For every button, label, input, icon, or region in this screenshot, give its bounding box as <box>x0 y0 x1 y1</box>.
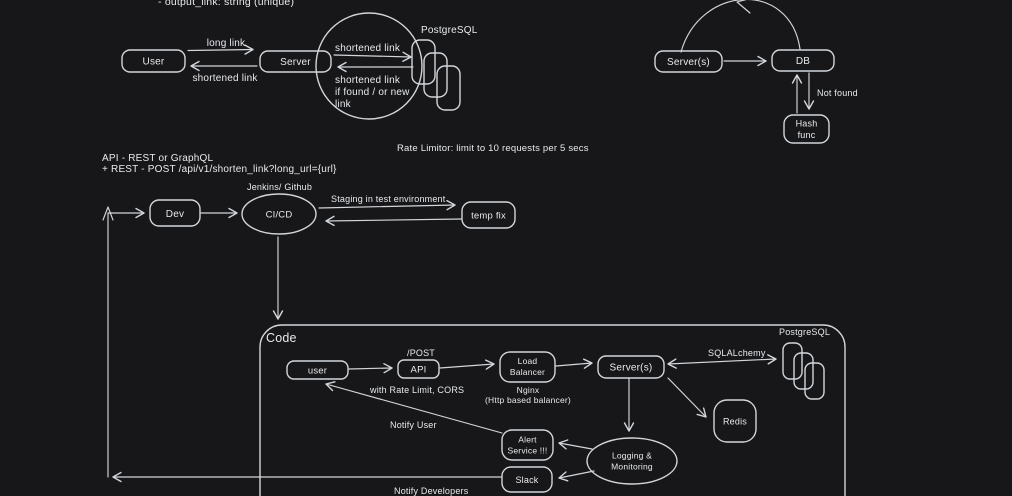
arc-arrowhead-icon <box>736 0 751 14</box>
load-balancer-label-line2[interactable]: Balancer <box>510 367 545 377</box>
db-cylinder-3[interactable] <box>436 65 461 111</box>
arrow-db-loop-arc[interactable] <box>680 0 801 53</box>
redis-node-label[interactable]: Redis <box>723 417 747 427</box>
arrow-api-to-lb[interactable] <box>439 359 495 370</box>
rate-limit-cors-note[interactable]: with Rate Limit, CORS <box>369 385 464 395</box>
dev-node-box[interactable] <box>149 199 201 227</box>
logging-label-line2[interactable]: Monitoring <box>611 462 653 472</box>
db-return-label-line1[interactable]: shortened link <box>335 75 401 86</box>
arrow-notify-user[interactable] <box>325 381 503 434</box>
code-db-cylinder-3[interactable] <box>804 362 825 400</box>
diagram-code-architecture[interactable]: Code user /POST API with Rate Limit, COR… <box>112 324 846 496</box>
schema-note-text[interactable]: - output_link: string (unique) <box>158 0 294 8</box>
sqlalchemy-label[interactable]: SQLALchemy <box>708 348 766 358</box>
jenkins-github-label[interactable]: Jenkins/ Github <box>247 182 312 192</box>
alert-service-label-line2[interactable]: Service !!! <box>508 446 548 456</box>
arrow-user-to-api[interactable] <box>348 362 393 374</box>
api-note-line1[interactable]: API - REST or GraphQL <box>102 153 214 164</box>
logging-node-ellipse[interactable] <box>586 437 678 485</box>
code-servers-node-box[interactable] <box>597 355 665 379</box>
notify-developers-label[interactable]: Notify Developers <box>394 486 469 496</box>
redis-node-box[interactable] <box>713 399 757 443</box>
server-node-box[interactable] <box>259 50 332 73</box>
post-label[interactable]: /POST <box>407 348 435 358</box>
arrow-long-link[interactable] <box>187 44 254 55</box>
code-db-cylinder-2[interactable] <box>793 352 814 390</box>
load-balancer-node-box[interactable] <box>499 351 556 383</box>
api-node-label[interactable]: API <box>411 365 427 376</box>
not-found-label[interactable]: Not found <box>817 88 858 98</box>
temp-fix-node-box[interactable] <box>461 201 516 229</box>
notify-user-label[interactable]: Notify User <box>390 420 437 430</box>
api-note-line2[interactable]: + REST - POST /api/v1/shorten_link?long_… <box>102 164 337 175</box>
server-node-label[interactable]: Server <box>280 57 311 68</box>
slack-node-box[interactable] <box>501 466 553 493</box>
cicd-node-label[interactable]: CI/CD <box>266 210 293 221</box>
code-container-box[interactable] <box>259 324 846 496</box>
code-user-node-box[interactable] <box>286 360 349 380</box>
lookup-scope-circle[interactable] <box>315 12 423 120</box>
db-node-label[interactable]: DB <box>796 56 810 67</box>
db-return-label-line2[interactable]: if found / or new <box>335 87 410 98</box>
servers-node-box[interactable] <box>654 50 723 73</box>
servers-node-label[interactable]: Server(s) <box>667 57 710 68</box>
cicd-node-ellipse[interactable] <box>241 193 317 235</box>
dev-node-label[interactable]: Dev <box>166 209 184 220</box>
nginx-note-line2[interactable]: (Http based balancer) <box>485 395 571 405</box>
up-arrowhead-icon <box>102 206 114 221</box>
diagram-link-flow[interactable]: User long link Server shortened link sho… <box>121 12 478 120</box>
arrow-logging-to-slack[interactable] <box>558 470 595 482</box>
arrow-long-link-label[interactable]: long link <box>207 38 246 49</box>
arrow-lb-to-servers[interactable] <box>555 358 593 369</box>
diagram-cicd-flow[interactable]: Jenkins/ Github Dev CI/CD Staging in tes… <box>102 182 516 478</box>
staging-label[interactable]: Staging in test environment <box>331 194 446 204</box>
alert-service-label-line1[interactable]: Alert <box>518 435 537 445</box>
arrow-db-store[interactable] <box>333 51 412 62</box>
logging-label-line1[interactable]: Logging & <box>612 451 652 461</box>
code-postgres-label[interactable]: PostgreSQL <box>779 327 830 337</box>
db-return-label-line3[interactable]: link <box>335 99 352 110</box>
arrow-logging-to-alert[interactable] <box>558 439 593 450</box>
code-container-label[interactable]: Code <box>266 331 297 345</box>
hash-func-node-box[interactable] <box>783 114 830 144</box>
slack-node-label[interactable]: Slack <box>515 475 538 485</box>
load-balancer-label-line1[interactable]: Load <box>518 356 538 366</box>
code-servers-node-label[interactable]: Server(s) <box>610 363 653 374</box>
db-cylinder-2[interactable] <box>423 52 448 98</box>
code-postgres-database-icon[interactable] <box>782 342 825 400</box>
hash-func-label-line2[interactable]: func <box>798 130 816 140</box>
code-user-node-label[interactable]: user <box>308 366 327 377</box>
arrow-servers-postgres[interactable] <box>667 354 777 369</box>
rate-limiter-note[interactable]: Rate Limitor: limit to 10 requests per 5… <box>397 143 589 154</box>
alert-service-node-box[interactable] <box>501 429 554 461</box>
postgres-label[interactable]: PostgreSQL <box>421 25 478 36</box>
arrow-db-store-label[interactable]: shortened link <box>335 43 401 54</box>
user-node-label[interactable]: User <box>143 57 165 68</box>
arrow-cicd-to-tempfix[interactable] <box>318 199 456 211</box>
arrow-shortened-link-label[interactable]: shortened link <box>192 73 258 84</box>
db-node-box[interactable] <box>771 49 835 72</box>
arrow-tempfix-to-cicd[interactable] <box>325 215 462 227</box>
arrow-servers-to-redis[interactable] <box>667 377 707 418</box>
temp-fix-node-label[interactable]: temp fix <box>471 211 506 222</box>
hash-func-label-line1[interactable]: Hash <box>796 119 818 129</box>
nginx-note-line1[interactable]: Nginx <box>517 385 540 395</box>
diagram-hash-flow[interactable]: Server(s) DB Not found Hash func <box>654 0 858 144</box>
user-node-box[interactable] <box>121 49 186 73</box>
code-db-cylinder-1[interactable] <box>782 342 803 380</box>
api-node-box[interactable] <box>397 359 440 379</box>
postgres-database-icon[interactable] <box>411 39 461 111</box>
feedback-line-to-dev[interactable] <box>107 207 145 478</box>
